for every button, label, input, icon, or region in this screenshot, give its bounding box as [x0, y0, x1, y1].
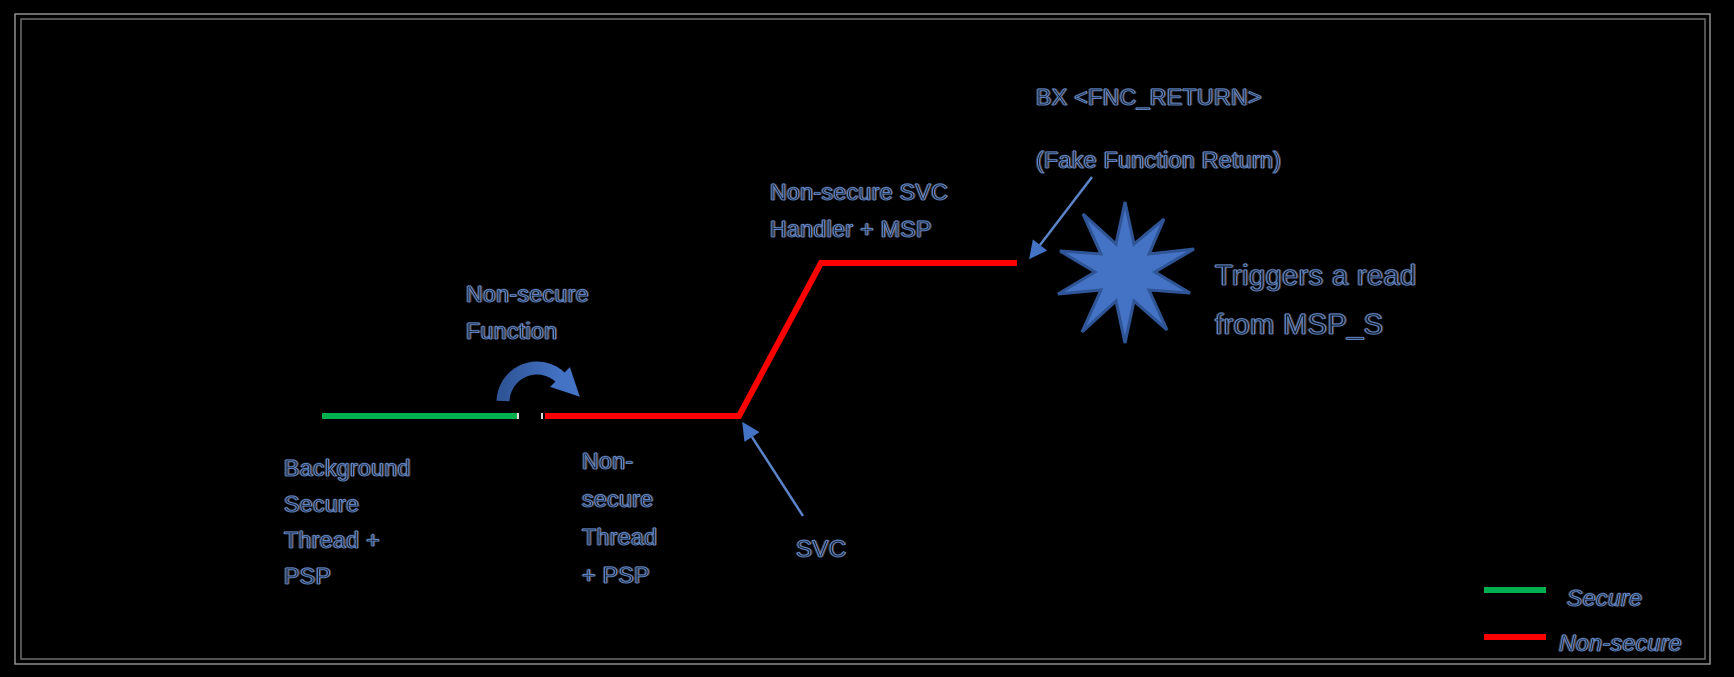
legend-nonsecure-swatch [1484, 634, 1546, 640]
nonsecure-function-label: Non-secure Function [466, 276, 589, 350]
background-secure-thread-line1: Background [284, 455, 411, 482]
triggers-read-line2: from MSP_S [1215, 309, 1384, 342]
nonsecure-thread-line1: Non- [581, 448, 634, 475]
background-secure-thread-line4: PSP [284, 563, 332, 590]
bx-fnc-return-label: BX <FNC_RETURN> [1036, 84, 1262, 111]
svc-annotation-arrow [742, 421, 805, 517]
nonsecure-svc-handler-label: Non-secure SVC Handler + MSP [769, 174, 949, 248]
line-end-cap-right [541, 413, 543, 419]
nonsecure-thread-label: Non- secure Thread + PSP [581, 442, 658, 594]
background-secure-thread-line3: Thread + [284, 527, 381, 554]
nonsecure-thread-line2: secure [581, 486, 654, 513]
legend-secure-swatch [1484, 587, 1546, 593]
svc-label: SVC [796, 536, 847, 564]
function-call-arc-arrow [496, 361, 580, 402]
explosion-starburst-icon [1057, 201, 1195, 344]
triggers-read-line1: Triggers a read [1215, 260, 1417, 293]
triggers-read-label: Triggers a read from MSP_S [1215, 252, 1417, 350]
nonsecure-function-line2: Function [466, 318, 558, 345]
nonsecure-function-line1: Non-secure [466, 281, 589, 308]
nonsecure-thread-line [545, 260, 1017, 419]
background-secure-thread-label: Background Secure Thread + PSP [284, 450, 411, 594]
nonsecure-svc-handler-line1: Non-secure SVC [769, 179, 949, 206]
frame-border-outer [14, 13, 1711, 665]
nonsecure-svc-handler-line2: Handler + MSP [769, 216, 932, 243]
nonsecure-thread-line4: + PSP [581, 562, 650, 589]
fake-function-return-label: (Fake Function Return) [1035, 147, 1282, 174]
legend-nonsecure-label: Non-secure [1559, 630, 1682, 657]
fake-return-annotation-arrow [1029, 176, 1093, 260]
legend-secure-label: Secure [1566, 585, 1643, 612]
background-secure-thread-line2: Secure [284, 491, 360, 518]
nonsecure-thread-line3: Thread [581, 524, 658, 551]
frame-border-inner [20, 18, 1706, 660]
line-end-cap-left [517, 413, 519, 419]
